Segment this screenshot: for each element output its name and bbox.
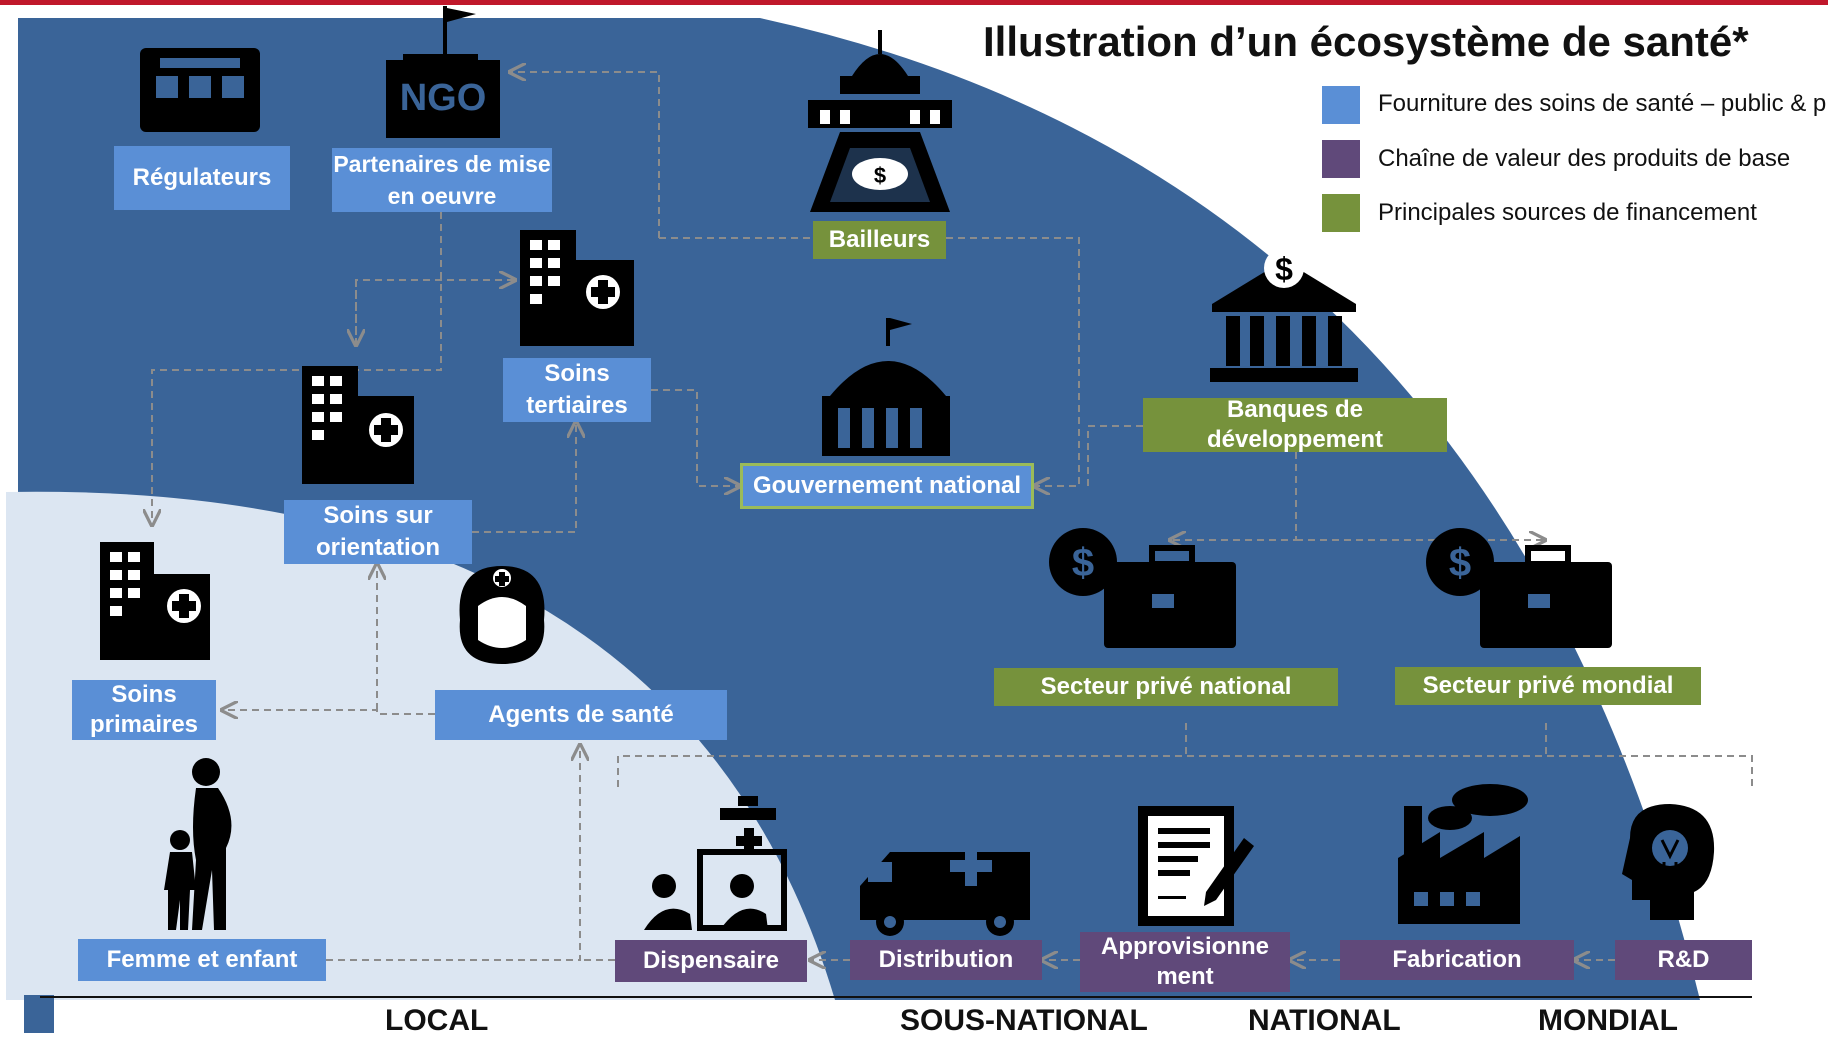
legend-swatch-purple	[1322, 140, 1360, 178]
node-agents: Agents de santé	[435, 690, 727, 740]
axis-label-national: NATIONAL	[1248, 1004, 1401, 1037]
svg-text:$: $	[874, 163, 886, 188]
hospital-icon	[302, 366, 414, 484]
node-fabrication: Fabrication	[1340, 940, 1574, 980]
government-building-icon	[822, 318, 950, 456]
briefcase-dollar-icon: $	[1049, 528, 1236, 648]
nurse-icon	[459, 566, 545, 664]
svg-text:$: $	[1449, 541, 1471, 585]
briefcase-dollar-icon: $	[1426, 528, 1612, 648]
node-soins-primaires: Soins primaires	[72, 680, 216, 740]
factory-icon	[1398, 784, 1528, 924]
axis-label-mondial: MONDIAL	[1538, 1004, 1678, 1037]
node-rd: R&D	[1615, 940, 1752, 980]
hospital-icon	[100, 542, 210, 660]
axis-marker	[24, 995, 54, 1033]
diagram-title: Illustration d’un écosystème de santé*	[983, 18, 1749, 65]
node-soins-orientation: Soins sur orientation	[284, 500, 472, 564]
node-secteur-mondial: Secteur privé mondial	[1395, 667, 1701, 705]
node-partenaires: Partenaires de mise en oeuvre	[332, 148, 552, 212]
node-distribution: Distribution	[850, 940, 1042, 980]
ngo-text: NGO	[400, 77, 487, 119]
node-gouvernement: Gouvernement national	[740, 463, 1034, 509]
legend-label: Chaîne de valeur des produits de base	[1378, 145, 1791, 172]
node-bailleurs: Bailleurs	[813, 221, 946, 259]
capitol-dollar-icon: $	[808, 30, 952, 212]
svg-text:$: $	[1072, 541, 1094, 585]
top-accent-bar	[0, 0, 1828, 5]
bus-icon	[140, 48, 260, 132]
axis-label-sous-national: SOUS-NATIONAL	[900, 1004, 1148, 1037]
bank-dollar-icon: $	[1210, 248, 1358, 382]
axis-label-local: LOCAL	[385, 1004, 489, 1037]
node-banques: Banques de développement	[1143, 396, 1447, 453]
node-dispensaire: Dispensaire	[615, 940, 807, 982]
ngo-building-icon: NGO	[386, 6, 500, 138]
node-approvisionnement: Approvisionne ment	[1080, 932, 1290, 992]
node-secteur-national: Secteur privé national	[994, 668, 1338, 706]
legend-swatch-green	[1322, 194, 1360, 232]
pregnant-woman-child-icon	[164, 758, 232, 930]
node-soins-tertiaires: Soins tertiaires	[503, 358, 651, 422]
ambulance-icon	[860, 846, 1030, 936]
hospital-icon	[520, 230, 634, 346]
node-femme-enfant: Femme et enfant	[78, 939, 326, 981]
node-regulateurs: Régulateurs	[114, 146, 290, 210]
document-pen-icon	[1138, 806, 1254, 926]
legend-label: Principales sources de financement	[1378, 199, 1757, 226]
svg-text:$: $	[1275, 251, 1293, 287]
legend-swatch-blue	[1322, 86, 1360, 124]
head-lightbulb-icon	[1622, 804, 1715, 920]
legend-label: Fourniture des soins de santé – public &…	[1378, 90, 1827, 117]
pharmacy-icon	[644, 796, 787, 931]
